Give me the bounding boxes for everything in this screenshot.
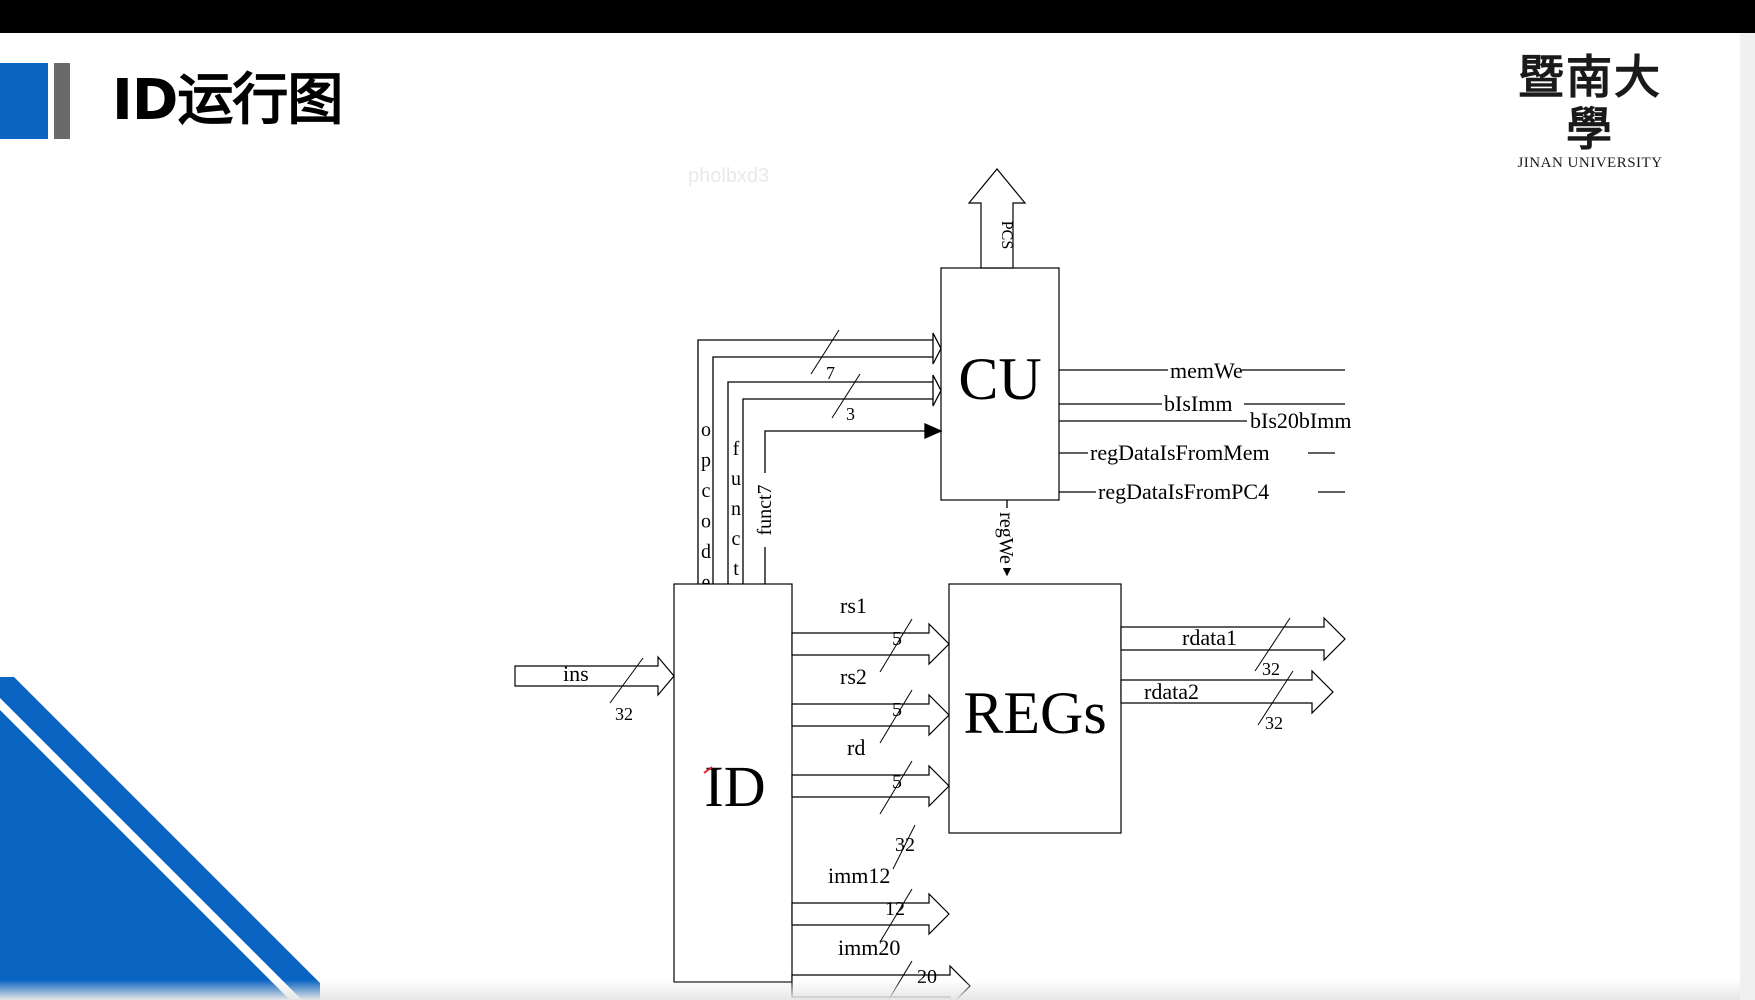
rdata1-width: 32 — [1262, 659, 1280, 679]
pcs-label: PCS — [998, 221, 1015, 249]
imm12-output-width-slash — [879, 888, 913, 943]
logo-english-text: JINAN UNIVERSITY — [1517, 155, 1663, 171]
rs1-label: rs1 — [840, 593, 867, 618]
id-stage-diagram: CU PCS memWe bIsImm bIs20bImm regDataIsF… — [0, 168, 1375, 1000]
imm12-width: 12 — [885, 898, 905, 920]
university-logo: 暨南大學 JINAN UNIVERSITY — [1500, 51, 1680, 172]
rs2-output-arrow — [791, 693, 950, 737]
cu-output-bis20bimm: bIs20bImm — [1250, 408, 1351, 433]
slide: ID运行图 暨南大學 JINAN UNIVERSITY pholbxd3 CU … — [0, 33, 1740, 1000]
logo-chinese-text: 暨南大學 — [1518, 50, 1662, 156]
title-accent-bar-gray — [54, 63, 70, 139]
rdata1-output-arrow — [1120, 616, 1346, 662]
ins-label: ins — [563, 661, 589, 686]
decorative-blue-stripe — [0, 677, 320, 1000]
ins-width: 32 — [615, 704, 633, 724]
cu-output-regdataisfrommem: regDataIsFromMem — [1090, 440, 1270, 465]
rd-width: 5 — [892, 771, 902, 793]
imm12-output-arrow — [791, 892, 950, 936]
rs2-label: rs2 — [840, 664, 867, 689]
regs-block — [948, 583, 1122, 834]
rs1-output-width-slash — [879, 618, 913, 673]
rdata1-label: rdata1 — [1182, 625, 1237, 650]
rd-output-arrow — [791, 764, 950, 808]
rd-output-width-slash — [879, 760, 913, 815]
id-block — [673, 583, 793, 983]
rdata2-label: rdata2 — [1144, 679, 1199, 704]
pen-mark — [703, 766, 713, 774]
regwe-label: regWe — [995, 512, 1017, 564]
rd-label: rd — [847, 735, 865, 760]
cu-block-label: CU — [958, 346, 1041, 412]
window-edge — [1740, 33, 1755, 1000]
rs2-output-width-slash — [879, 689, 913, 744]
watermark: pholbxd3 — [688, 165, 770, 187]
ins-input-arrow — [514, 655, 675, 697]
funct7-label: funct7 — [754, 484, 776, 535]
slide-title: ID运行图 — [112, 68, 343, 133]
bus32-width: 32 — [895, 834, 915, 856]
bottom-shade — [0, 980, 1740, 1000]
title-accent-bar — [0, 63, 48, 139]
funct3-width: 3 — [846, 404, 855, 424]
pcs-output-arrow — [967, 168, 1027, 269]
rdata2-output-arrow — [1120, 669, 1334, 715]
rs1-width: 5 — [892, 628, 902, 650]
regs-block-label: REGs — [963, 680, 1106, 746]
imm20-label: imm20 — [838, 935, 900, 960]
opcode-width: 7 — [826, 363, 835, 383]
bus32-width-slash — [892, 824, 916, 870]
cu-output-regdataisfrompc4: regDataIsFromPC4 — [1098, 479, 1269, 504]
id-block-label: ID — [704, 754, 765, 819]
imm12-label: imm12 — [828, 863, 890, 888]
decorative-blue-triangle — [0, 710, 290, 1000]
cu-output-memwe: memWe — [1170, 358, 1243, 383]
rs2-width: 5 — [892, 699, 902, 721]
rdata2-width: 32 — [1265, 713, 1283, 733]
cu-output-bisimm: bIsImm — [1164, 391, 1232, 416]
rs1-output-arrow — [791, 622, 950, 666]
